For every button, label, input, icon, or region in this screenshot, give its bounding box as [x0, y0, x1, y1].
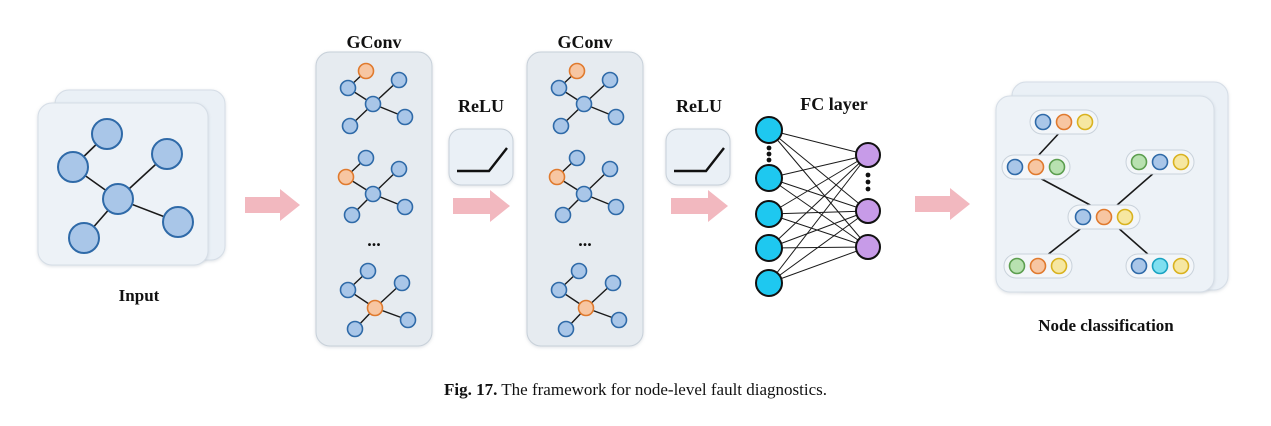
- gconv-1-graphs: [337, 62, 417, 338]
- node-classification-label: Node classification: [1038, 316, 1174, 335]
- gconv-2-ellipsis: ...: [578, 230, 592, 250]
- fc-layer-label: FC layer: [800, 94, 867, 114]
- caption-text: The framework for node-level fault diagn…: [501, 380, 828, 399]
- caption-label: Fig. 17.: [443, 380, 498, 399]
- fc-layer: [755, 116, 881, 297]
- arrow-2: [453, 190, 510, 222]
- arrow-1: [245, 189, 300, 221]
- node-classification-card: [995, 81, 1229, 293]
- input-card: [37, 89, 226, 266]
- arrow-3: [671, 190, 728, 222]
- gconv-2-label: GConv: [557, 32, 612, 52]
- relu-1-label: ReLU: [458, 96, 504, 116]
- relu-1-box: [448, 128, 514, 186]
- relu-2-label: ReLU: [676, 96, 722, 116]
- figure-caption: Fig. 17. The framework for node-level fa…: [0, 380, 1271, 400]
- gconv-1-ellipsis: ...: [367, 230, 381, 250]
- gconv-2-graphs: [548, 62, 628, 338]
- arrow-4: [915, 188, 970, 220]
- relu-2-box: [665, 128, 731, 186]
- input-label: Input: [119, 286, 160, 305]
- gconv-1-label: GConv: [346, 32, 401, 52]
